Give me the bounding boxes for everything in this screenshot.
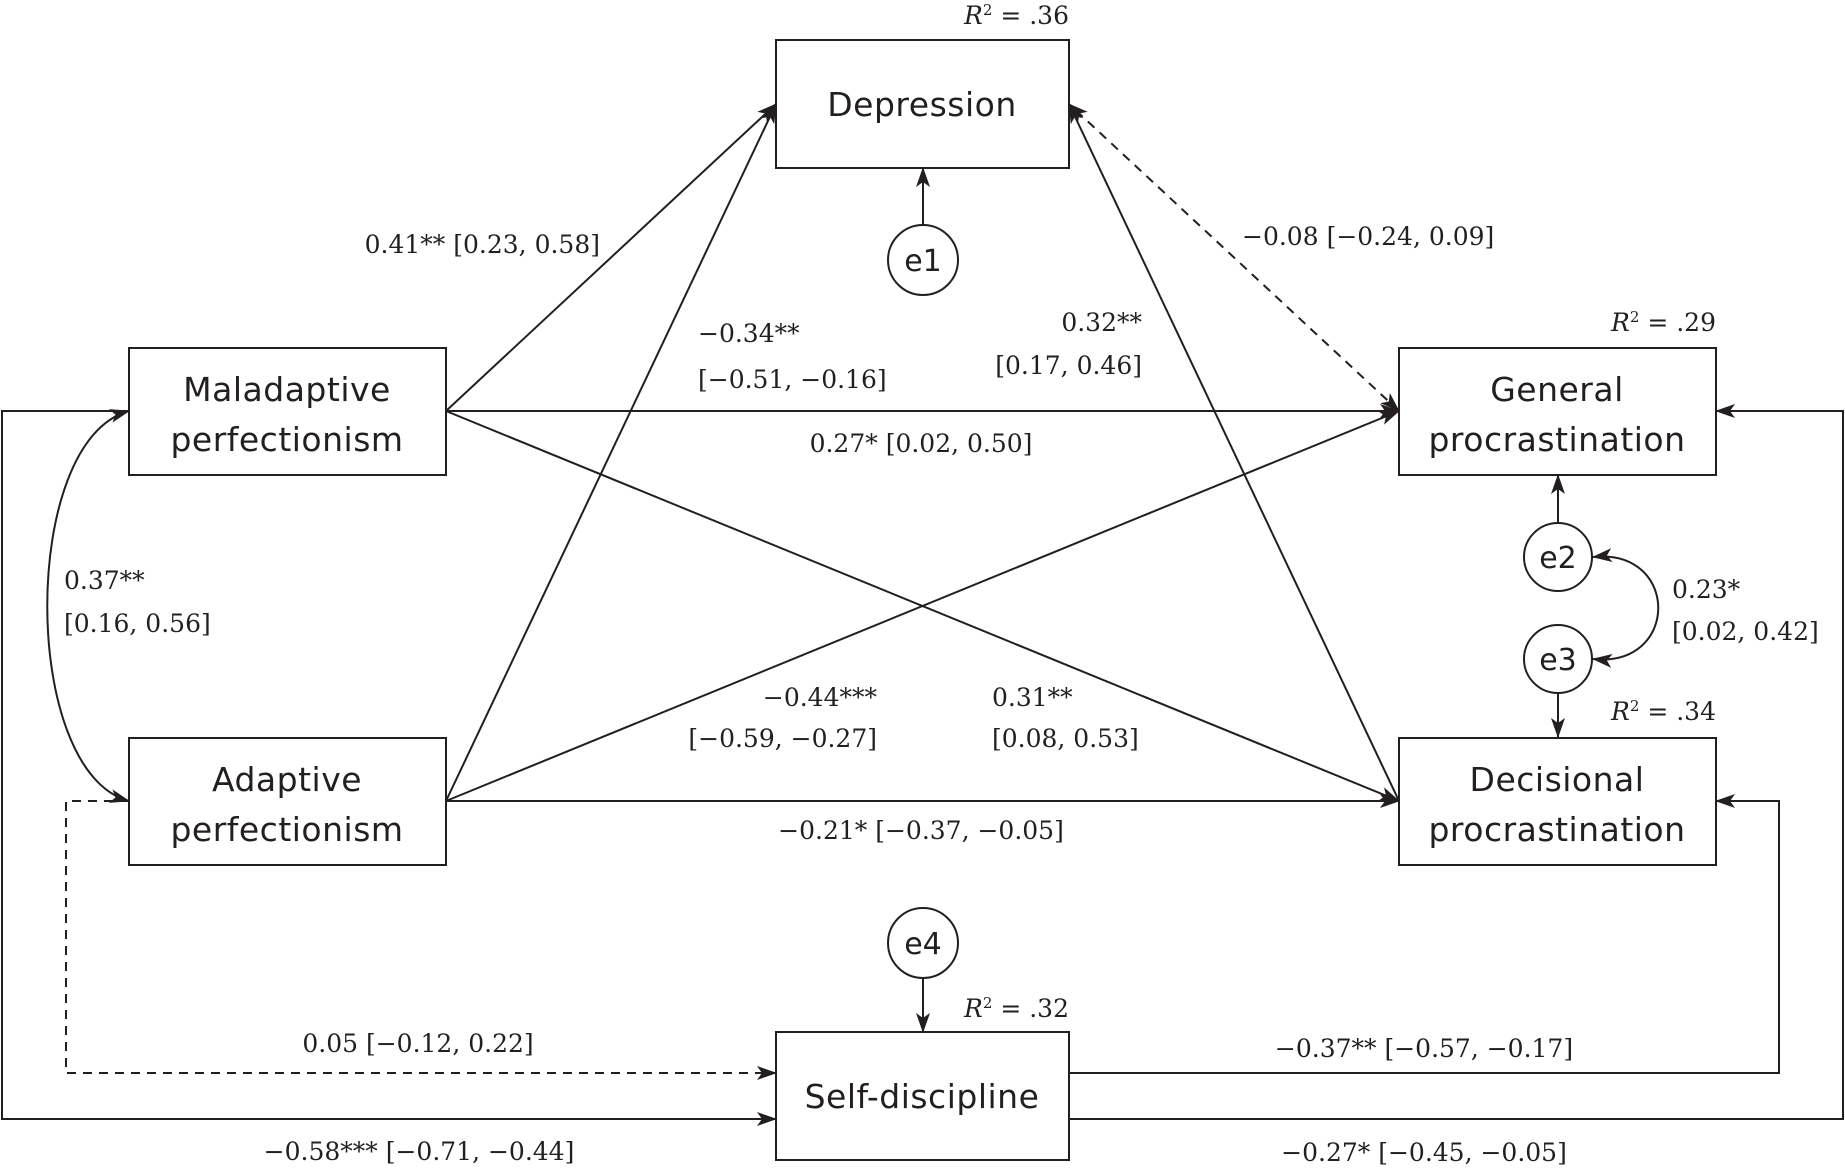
edge-adaptive-general — [445, 410, 1400, 802]
ci-covariance-e2-e3: [0.02, 0.42] — [1672, 617, 1819, 646]
error-e2: e2 — [1523, 522, 1593, 592]
edge-adaptive-selfdiscipline-dashed — [65, 800, 777, 1080]
coef-adaptive-selfdiscipline: 0.05 [−0.12, 0.22] — [302, 1029, 533, 1058]
error-e4: e4 — [887, 907, 959, 979]
node-depression-label: Depression — [827, 85, 1016, 124]
error-e3: e3 — [1523, 624, 1593, 694]
error-e1: e1 — [887, 224, 959, 296]
node-general-line1: General — [1490, 370, 1624, 409]
error-e3-label: e3 — [1539, 643, 1577, 678]
node-adaptive-line2: perfectionism — [170, 810, 403, 849]
edge-maladaptive-selfdiscipline — [1, 410, 777, 1126]
node-adaptive-line1: Adaptive — [212, 760, 362, 799]
node-depression: Depression — [775, 39, 1070, 169]
edge-decisional-depression — [1068, 103, 1400, 802]
node-adaptive-perfectionism: Adaptive perfectionism — [128, 737, 447, 866]
rsq-depression: R2 = .36 — [963, 1, 1069, 30]
rsq-decisional: R2 = .34 — [1610, 697, 1716, 726]
node-maladaptive-line2: perfectionism — [170, 420, 403, 459]
error-e1-label: e1 — [904, 244, 942, 279]
covariance-e2-e3 — [1592, 548, 1660, 668]
edge-adaptive-depression — [445, 103, 777, 802]
node-selfdiscipline-label: Self-discipline — [805, 1077, 1040, 1116]
coef-maladaptive-decisional: 0.31** — [992, 683, 1073, 712]
edges — [1, 103, 1844, 1126]
node-general-procrastination: General procrastination — [1398, 347, 1717, 476]
coef-adaptive-decisional: −0.21* [−0.37, −0.05] — [778, 816, 1064, 845]
node-maladaptive-perfectionism: Maladaptive perfectionism — [128, 347, 447, 476]
node-maladaptive-line1: Maladaptive — [183, 370, 391, 409]
edge-general-depression-dashed — [1068, 103, 1400, 412]
covariance-maladaptive-adaptive — [46, 409, 130, 803]
ci-covariance-maladaptive-adaptive: [0.16, 0.56] — [64, 609, 211, 638]
coef-adaptive-general: −0.44*** — [763, 683, 878, 712]
ci-decisional-depression: [0.17, 0.46] — [995, 351, 1142, 380]
ci-maladaptive-decisional: [0.08, 0.53] — [992, 724, 1139, 753]
edge-selfdiscipline-general — [1069, 404, 1844, 1120]
coef-selfdiscipline-decisional: −0.37** [−0.57, −0.17] — [1275, 1034, 1573, 1063]
coef-covariance-e2-e3: 0.23* — [1672, 575, 1741, 604]
node-decisional-line1: Decisional — [1470, 760, 1645, 799]
coef-covariance-maladaptive-adaptive: 0.37** — [64, 566, 145, 595]
error-e4-label: e4 — [904, 927, 942, 962]
ci-adaptive-general: [−0.59, −0.27] — [688, 724, 877, 753]
node-decisional-procrastination: Decisional procrastination — [1398, 737, 1717, 866]
coef-adaptive-depression: −0.34** — [698, 319, 800, 348]
node-general-line2: procrastination — [1428, 420, 1685, 459]
rsq-general: R2 = .29 — [1610, 308, 1716, 337]
edge-maladaptive-depression — [445, 103, 777, 412]
coef-selfdiscipline-general: −0.27* [−0.45, −0.05] — [1281, 1138, 1567, 1167]
edge-selfdiscipline-decisional — [1069, 794, 1780, 1074]
coef-general-depression: −0.08 [−0.24, 0.09] — [1242, 222, 1494, 251]
error-e2-label: e2 — [1539, 541, 1577, 576]
node-decisional-line2: procrastination — [1428, 810, 1685, 849]
coef-decisional-depression: 0.32** — [1061, 308, 1142, 337]
coef-maladaptive-selfdiscipline: −0.58*** [−0.71, −0.44] — [264, 1137, 575, 1166]
ci-adaptive-depression: [−0.51, −0.16] — [698, 365, 887, 394]
rsq-selfdiscipline: R2 = .32 — [963, 994, 1069, 1023]
coef-maladaptive-general: 0.27* [0.02, 0.50] — [810, 429, 1033, 458]
node-self-discipline: Self-discipline — [775, 1031, 1070, 1161]
coef-maladaptive-depression: 0.41** [0.23, 0.58] — [365, 230, 600, 259]
